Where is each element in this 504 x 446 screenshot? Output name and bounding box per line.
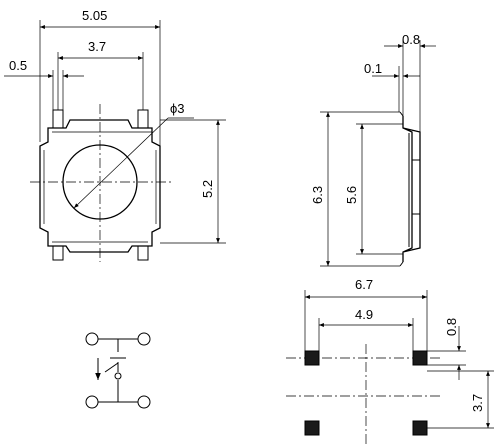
dim-side-thickness: 0.8 xyxy=(402,32,420,47)
lead-top-right xyxy=(137,109,149,129)
top-view-body-outline xyxy=(39,119,161,253)
dim-side-lead-thickness: 0.1 xyxy=(364,61,382,76)
dim-lead-pitch: 3.7 xyxy=(88,39,106,54)
dim-top-width: 5.05 xyxy=(82,8,107,23)
dim-pad-span: 6.7 xyxy=(355,277,373,292)
lead-top-left xyxy=(52,109,64,129)
side-view-actuator xyxy=(411,159,421,215)
top-view-inner-outline xyxy=(43,131,157,243)
dim-body-height: 5.2 xyxy=(200,180,215,198)
pad-bottom-right xyxy=(412,420,428,436)
diameter-leader xyxy=(73,117,169,209)
side-view: 0.8 0.1 6.3 5.6 xyxy=(310,32,436,267)
pad-layout: 6.7 4.9 0.8 3.7 xyxy=(286,277,494,446)
top-view: ϕ3 5.05 3.7 0.5 5.2 xyxy=(4,8,226,262)
dim-button-diameter: ϕ3 xyxy=(170,101,185,116)
dim-side-overall-height: 6.3 xyxy=(310,186,325,204)
dim-pad-size: 0.8 xyxy=(444,318,459,336)
pad-bottom-left xyxy=(304,420,320,436)
pad-top-right xyxy=(412,350,428,366)
dim-pad-vertical-pitch: 3.7 xyxy=(470,394,485,412)
dim-side-body-height: 5.6 xyxy=(344,186,359,204)
dim-lead-width: 0.5 xyxy=(9,58,27,73)
lead-bottom-left xyxy=(52,245,64,261)
switch-schematic xyxy=(85,332,151,409)
dim-pad-pitch: 4.9 xyxy=(355,307,373,322)
lead-bottom-right xyxy=(137,245,149,261)
pad-top-left xyxy=(304,350,320,366)
